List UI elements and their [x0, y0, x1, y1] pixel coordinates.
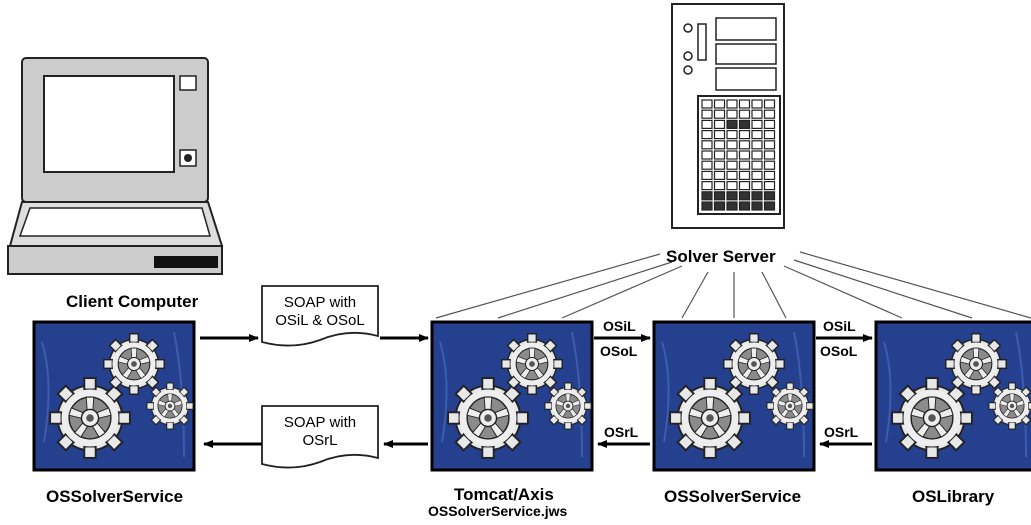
server-slot: [713, 170, 726, 180]
soap-request-doc: [261, 285, 379, 347]
server-connection-lines: [435, 251, 1031, 319]
server-slot: [701, 140, 713, 150]
server-slot: [726, 140, 738, 150]
server-slot: [726, 130, 738, 140]
server-slot: [701, 119, 713, 130]
server-slot: [751, 201, 763, 211]
osol-label-1: OSoL: [600, 343, 638, 359]
server-slot: [713, 150, 726, 160]
server-slot: [701, 130, 713, 140]
server-slot: [713, 119, 726, 130]
server-slot: [713, 160, 726, 170]
soap-response-doc: [261, 405, 379, 469]
tomcat-sub-label: OSSolverService.jws: [428, 503, 568, 519]
server-slot: [726, 181, 738, 191]
server-slot: [701, 109, 713, 119]
server-service-box: [654, 322, 814, 470]
server-slot: [751, 150, 763, 160]
server-slot: [751, 109, 763, 119]
server-slot: [726, 191, 738, 201]
server-slot: [713, 140, 726, 150]
server-slot: [701, 150, 713, 160]
server-slot: [726, 119, 738, 130]
solver-server-label: Solver Server: [666, 247, 776, 266]
server-slot: [738, 201, 751, 211]
server-slot: [701, 201, 713, 211]
oslibrary-box: [876, 322, 1031, 470]
server-slot: [738, 99, 751, 109]
osil-label-1: OSiL: [603, 318, 636, 334]
server-slot: [763, 201, 776, 211]
server-slot: [738, 191, 751, 201]
server-slot: [763, 170, 776, 180]
oslibrary-label: OSLibrary: [912, 487, 995, 506]
server-slot: [751, 119, 763, 130]
server-slot: [751, 170, 763, 180]
soap-response-line2: OSrL: [302, 432, 338, 449]
server-slot: [738, 181, 751, 191]
server-slot: [763, 109, 776, 119]
server-slot: [713, 99, 726, 109]
server-slot: [726, 170, 738, 180]
tomcat-axis-box: [432, 322, 592, 470]
server-slot: [713, 109, 726, 119]
server-service-label: OSSolverService: [664, 487, 802, 506]
client-computer-label: Client Computer: [66, 292, 199, 311]
server-slot: [701, 170, 713, 180]
server-slot: [738, 109, 751, 119]
server-slot: [713, 130, 726, 140]
soap-response-text: SOAP with OSrL: [262, 414, 378, 450]
server-slot: [738, 160, 751, 170]
solver-server-icon: [671, 3, 785, 229]
server-slot: [763, 150, 776, 160]
server-slot: [751, 130, 763, 140]
soap-request-line1: SOAP with: [283, 294, 357, 311]
server-slot: [738, 140, 751, 150]
server-slot: [738, 130, 751, 140]
server-slot: [763, 160, 776, 170]
server-slot: [713, 191, 726, 201]
soap-request-text: SOAP with OSiL & OSoL: [262, 294, 378, 330]
server-slot: [738, 119, 751, 130]
server-slot: [713, 201, 726, 211]
soap-response-line1: SOAP with: [283, 414, 357, 431]
server-slot: [751, 191, 763, 201]
server-slot: [701, 181, 713, 191]
server-slot: [701, 99, 713, 109]
server-slot: [751, 181, 763, 191]
osrl-label-2: OSrL: [824, 424, 859, 440]
client-computer-icon: [7, 57, 224, 275]
osrl-label-1: OSrL: [604, 424, 639, 440]
server-slot: [726, 150, 738, 160]
tomcat-title-label: Tomcat/Axis: [454, 485, 554, 504]
server-slot: [701, 160, 713, 170]
server-slot: [701, 191, 713, 201]
client-service-label: OSSolverService: [46, 487, 184, 506]
soap-request-line2: OSiL & OSoL: [275, 312, 365, 329]
osol-label-2: OSoL: [820, 343, 858, 359]
osil-label-2: OSiL: [823, 318, 856, 334]
server-slot: [738, 170, 751, 180]
server-slot: [751, 160, 763, 170]
server-slot: [763, 191, 776, 201]
server-slot: [763, 181, 776, 191]
server-slot: [751, 99, 763, 109]
server-slot: [726, 109, 738, 119]
server-slot: [763, 130, 776, 140]
server-slot: [738, 150, 751, 160]
server-slot: [763, 99, 776, 109]
client-service-box: [34, 322, 194, 470]
server-slot: [726, 160, 738, 170]
server-slot: [726, 201, 738, 211]
server-slot: [751, 140, 763, 150]
server-slot: [763, 140, 776, 150]
server-slot: [713, 181, 726, 191]
server-slot: [726, 99, 738, 109]
server-slot: [763, 119, 776, 130]
